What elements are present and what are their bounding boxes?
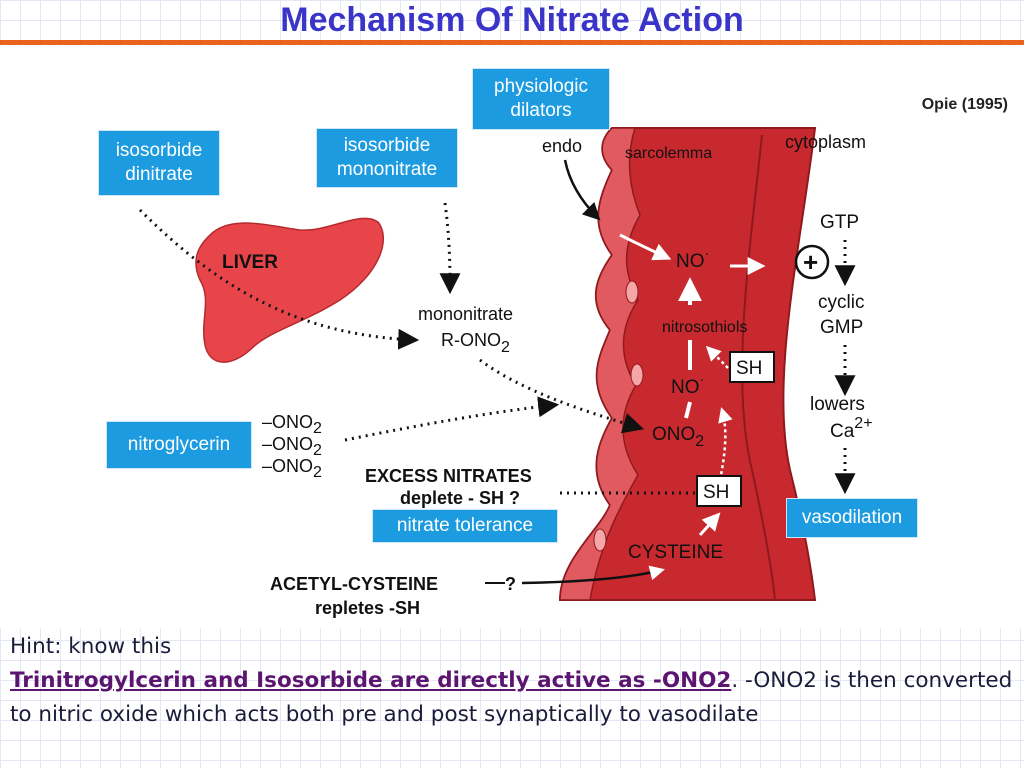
svg-text:SH: SH [703,482,729,503]
vasodilation-box: vasodilation [786,498,918,538]
isosorbide-dinitrate-box: isosorbide dinitrate [98,130,220,196]
ono2-to-no-arrow [684,401,692,419]
gtp-label: GTP [820,212,859,233]
nitroglycerin-ono2-2: –ONO2 [262,434,322,459]
ono2-vessel-label: ONO2 [652,424,704,450]
liver-label: LIVER [222,252,278,273]
excess-nitrates-label: EXCESS NITRATES [365,466,532,486]
nitrosothiols-label: nitrosothiols [662,319,747,336]
sh-to-nitrosothiols-arrow [705,345,729,369]
lowers-label: lowers [810,394,865,415]
no-label: NO· [676,245,709,272]
sarcolemma-line [741,134,776,601]
gmp-label: GMP [820,317,863,338]
title-rule [0,40,1024,45]
cysteine-to-sh-arrow [698,512,721,537]
svg-text:SH: SH [736,358,762,379]
r-ono2-label: R-ONO2 [441,330,510,356]
nitroglycerin-box: nitroglycerin [106,421,252,469]
mononitrate-down-arrow [439,202,461,295]
endo-label: endo [542,136,582,156]
liver-shape [195,217,385,363]
hint-heading: Hint: know this [10,634,172,659]
hint-key-statement: Trinitrogylcerin and Isosorbide are dire… [10,668,732,693]
cell-nucleus [625,280,639,304]
sh-box-upper: SH [729,351,775,383]
dinitrate-to-mononitrate-arrow [138,208,420,350]
nitrate-mechanism-diagram: LIVER endo sarcolemma cytoplasm NO· nitr… [0,46,1024,628]
endo-arrow [563,159,601,221]
hint-body: Trinitrogylcerin and Isosorbide are dire… [10,664,1014,732]
sarcolemma-label: sarcolemma [625,145,712,162]
acetylcysteine-to-vessel-arrow [521,565,665,585]
cytoplasm-label: cytoplasm [785,132,866,152]
acetylcysteine-label: ACETYL-CYSTEINE [270,574,438,594]
nitrate-tolerance-box: nitrate tolerance [372,509,558,543]
nitroglycerin-to-vessel-arrow [344,396,560,442]
diagram-canvas: LIVER endo sarcolemma cytoplasm NO· nitr… [138,127,873,618]
cell-nucleus [630,363,644,387]
plus-circle [794,244,830,280]
credit-citation: Opie (1995) [921,96,1008,113]
nitroglycerin-ono2-1: –ONO2 [262,412,322,437]
deplete-sh-label: deplete - SH ? [400,488,520,508]
hint-explanation: . -ONO2 is then converted to nitric oxid… [10,668,1013,727]
cysteine-label: CYSTEINE [628,542,723,563]
cell-nucleus [593,528,607,552]
calcium-label: Ca2+ [830,415,873,442]
acetylcysteine-question: ? [505,574,516,594]
hint-text: Hint: know this Trinitrogylcerin and Iso… [10,630,1014,732]
plus-sign: + [803,247,818,277]
slide-title: Mechanism Of Nitrate Action [280,1,744,39]
mononitrate-label: mononitrate [418,304,513,324]
no-radical-lower: NO· [671,371,704,398]
sh-box-lower: SH [696,475,742,507]
endo-to-no-arrow [619,233,672,261]
repletes-sh-label: repletes -SH [315,598,420,618]
isosorbide-mononitrate-box: isosorbide mononitrate [316,128,458,188]
cyclic-label: cyclic [818,292,864,313]
nitroglycerin-ono2-3: –ONO2 [262,456,322,481]
physiologic-dilators-box: physiologic dilators [472,68,610,130]
sh-to-ono2-arrow [718,407,733,481]
